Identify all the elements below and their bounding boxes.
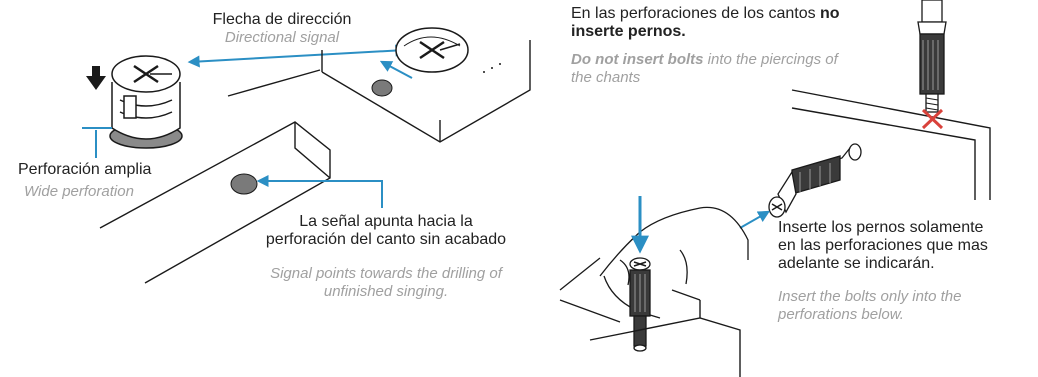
- board-top: [321, 40, 531, 143]
- label-flecha-es: Flecha de dirección: [212, 11, 352, 28]
- label-cantos-en-rest-2: the chants: [571, 69, 641, 86]
- label-senal-en-1: Signal points towards the drilling of: [270, 265, 502, 282]
- callout-insert-arrow: [739, 210, 771, 229]
- label-inserte-es-3: adelante se indicarán.: [778, 255, 935, 272]
- board-hole: [230, 173, 258, 195]
- cam-lock-fitting-icon: [109, 55, 183, 149]
- callout-signal-line: [256, 175, 383, 208]
- label-cantos-en-bold: Do not insert bolts: [571, 51, 704, 68]
- label-inserte-es-1: Inserte los pernos solamente: [778, 219, 984, 236]
- label-perforacion-es: Perforación amplia: [18, 161, 152, 178]
- label-inserte-en-1: Insert the bolts only into the: [778, 288, 962, 305]
- label-senal-en-2: unfinished singing.: [323, 283, 449, 300]
- cross-mark-icon: [921, 108, 944, 130]
- label-inserte-en-2: perforations below.: [778, 306, 904, 323]
- label-cantos-es-bold-2: inserte pernos.: [571, 23, 686, 40]
- label-flecha-en: Directional signal: [224, 29, 340, 46]
- board-right-edge: [791, 89, 991, 200]
- label-senal-es-2: perforación del canto sin acabado: [265, 231, 507, 248]
- label-cantos-es: En las perforaciones de los cantos no: [571, 5, 901, 23]
- board-left: [99, 69, 331, 284]
- label-cantos-en: Do not insert bolts into the piercings o…: [571, 52, 911, 68]
- label-cantos-en-rest-1: into the piercings of: [703, 51, 838, 68]
- down-arrow-icon: [86, 66, 106, 90]
- label-cantos-es-bold-1: no: [820, 5, 840, 22]
- bolt-horizontal-icon: [768, 143, 862, 218]
- board-top-hole: [371, 79, 393, 97]
- cam-lock-top-icon: [395, 27, 469, 73]
- bolt-icon: [917, 0, 947, 113]
- label-cantos-es-1: En las perforaciones de los cantos: [571, 5, 821, 22]
- label-senal-es-1: La señal apunta hacia la: [299, 213, 473, 230]
- label-inserte-es-2: en las perforaciones que mas: [778, 237, 988, 254]
- board-dots: [483, 63, 501, 73]
- board-bottom: [589, 300, 741, 377]
- callout-directional-arrow: [187, 44, 408, 68]
- label-perforacion-en: Wide perforation: [24, 183, 134, 200]
- hand-icon: [559, 206, 749, 323]
- bolt-vertical-icon: [629, 257, 651, 352]
